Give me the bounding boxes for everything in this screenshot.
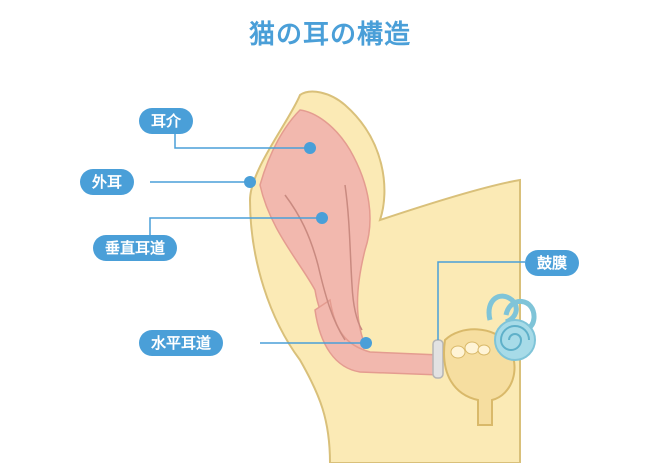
leader-eardrum [437,261,525,340]
label-outer-ear: 外耳 [80,169,135,195]
ossicle-3 [477,344,491,356]
page-title: 猫の耳の構造 [248,20,411,50]
label-pinna: 耳介 [139,108,194,134]
pinna-fold-2 [344,184,363,331]
ossicle-1 [450,345,466,359]
label-horizontal-canal: 水平耳道 [139,330,224,356]
pinna-fold [284,194,346,341]
label-eardrum: 鼓膜 [525,250,580,276]
semicircular-canal-1 [486,293,519,325]
label-vertical-canal: 垂直耳道 [93,235,178,261]
dot-pinna [304,142,316,154]
dot-outer-ear [244,176,256,188]
dot-vertical-canal [316,212,328,224]
pinna-inner [259,109,371,362]
leader-vertical-canal [149,217,322,235]
dot-horizontal-canal [360,337,372,349]
ossicle-2 [464,341,480,355]
cochlea-spiral [499,325,530,351]
eardrum [432,339,444,379]
leader-pinna [174,130,310,149]
